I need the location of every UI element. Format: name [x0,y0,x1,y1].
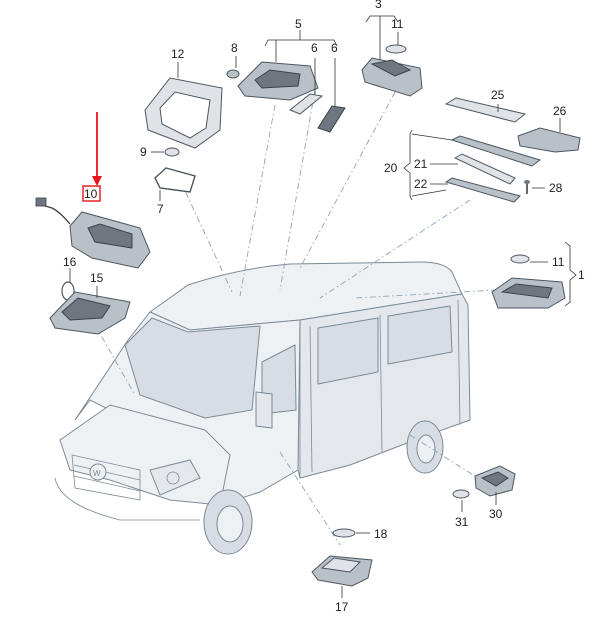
label-part-18: 18 [374,527,388,541]
label-part-11-top: 11 [391,17,404,31]
part-11-bulb-right [510,254,548,264]
label-part-8: 8 [231,41,238,55]
label-part-31: 31 [455,515,469,529]
part-5-roof-console [237,30,338,101]
part-30-footwell-light [474,465,516,505]
label-part-5: 5 [295,17,302,31]
part-26-bracket [517,118,581,153]
part-labels: 1 3 5 6 6 7 8 9 10 11 11 12 15 16 17 18 … [63,0,585,614]
part-22-strip [430,177,521,203]
part-31-bulb [452,489,470,512]
label-part-22: 22 [414,177,428,191]
part-12-console-frame [144,62,223,149]
headlight [149,459,201,496]
part-7-lens [154,167,196,201]
label-part-30: 30 [489,507,503,521]
part-8-bulb [226,56,240,79]
windscreen [124,317,261,419]
label-part-16: 16 [63,255,77,269]
part-25-strip [444,97,527,123]
highlight-part-10 [82,112,102,202]
label-part-17: 17 [335,600,349,614]
part-17-step-light [311,555,373,598]
label-part-1: 1 [578,268,585,282]
label-part-10: 10 [84,187,98,201]
side-window-1 [317,317,379,385]
reference-lines [94,89,498,546]
highlight-box [82,185,101,202]
label-part-20: 20 [384,161,398,175]
vw-logo-icon [89,463,107,481]
label-part-21: 21 [414,157,428,171]
part-6-lens-b [317,58,346,133]
label-part-11-right: 11 [552,255,565,269]
label-part-12: 12 [171,47,185,61]
part-20-cover [403,129,542,201]
part-1-interior-light [491,241,577,309]
part-3-reading-light [361,15,423,97]
side-mirror [255,391,273,429]
label-part-26: 26 [553,104,567,118]
label-part-7: 7 [157,202,164,216]
part-9-bulb [151,147,180,157]
label-part-15: 15 [90,271,104,285]
svg-text:W: W [93,469,101,478]
part-15-housing [49,286,131,335]
part-11-bulb-top [385,32,407,54]
part-10-control-module [35,197,151,269]
part-18-bulb [332,528,370,538]
label-part-3: 3 [375,0,382,11]
label-part-9: 9 [140,145,147,159]
label-part-28: 28 [549,181,563,195]
highlight-arrowhead [92,176,102,186]
side-window-2 [387,305,453,365]
label-part-6a: 6 [311,41,318,55]
van-body: W [54,261,471,555]
label-part-25: 25 [491,88,505,102]
label-part-6b: 6 [331,41,338,55]
part-6-lens-a [289,58,324,115]
part-28-screw [524,180,545,194]
part-21-tube [430,153,516,185]
